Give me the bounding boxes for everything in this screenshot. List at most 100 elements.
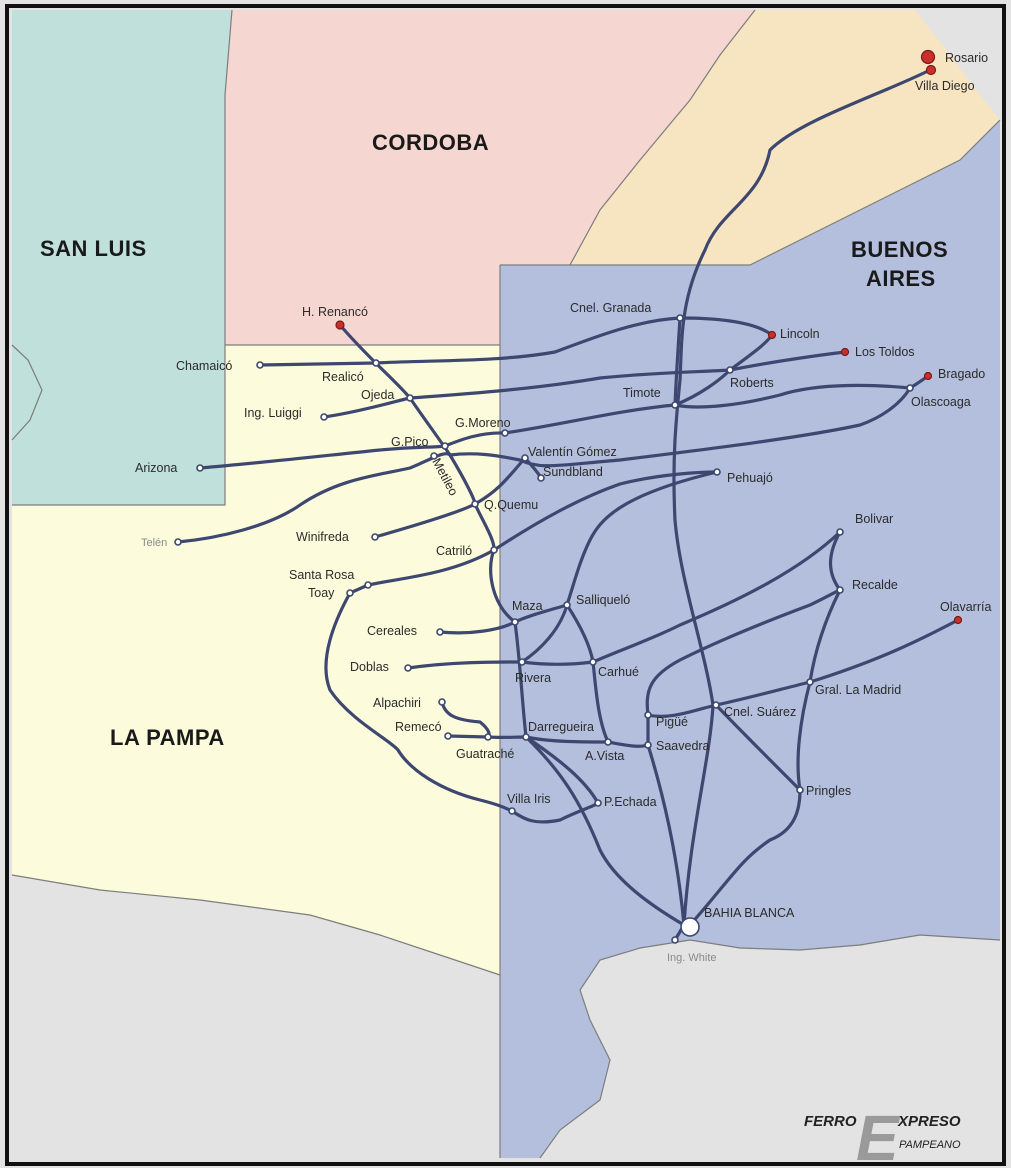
rail-doblas-bolivar [406,530,842,670]
node-remeco [444,732,452,740]
node-telen [174,538,182,546]
province-buenos-aires [500,120,1000,1158]
node-g-pico [441,442,449,450]
province-san-luis [12,10,232,505]
node-saavedra [644,741,652,749]
node-bahia-blanca [680,917,700,937]
label-q-quemu: Q.Quemu [484,498,538,512]
label-olascoaga: Olascoaga [911,395,971,409]
label-h-renanco: H. Renancó [302,305,368,319]
label-rosario: Rosario [945,51,988,65]
node-olavarria [953,615,963,625]
label-cnel-granada: Cnel. Granada [570,301,651,315]
label-toay: Toay [308,586,335,600]
label-villa-iris: Villa Iris [507,792,551,806]
node-carhue [589,658,597,666]
label-darregueira: Darregueira [528,720,594,734]
ferroexpreso-logo: E FERRO XPRESO PAMPEANO [804,1102,961,1168]
node-olascoaga [906,384,914,392]
node-villa-diego [925,64,937,76]
node-pringles [796,786,804,794]
label-sundbland: Sundbland [543,465,603,479]
node-ojeda [406,394,414,402]
label-cordoba: CORDOBA [372,130,489,155]
label-timote: Timote [623,386,661,400]
node-cereales [436,628,444,636]
label-villa-diego: Villa Diego [915,79,975,93]
label-realico: Realicó [322,370,364,384]
node-bragado [923,371,933,381]
label-santa-rosa: Santa Rosa [289,568,354,582]
node-cnel-granada [676,314,684,322]
label-bolivar: Bolivar [855,512,893,526]
node-catrilo [490,546,498,554]
label-san-luis: SAN LUIS [40,236,147,261]
province-labels: CORDOBA SAN LUIS BUENOS AIRES LA PAMPA [40,130,948,750]
rail-carhue-avista [591,660,610,744]
label-ing-white: Ing. White [667,952,717,964]
label-la-pampa: LA PAMPA [110,725,225,750]
rail-remeco-guatrache [446,734,490,739]
label-telen: Telén [141,537,167,549]
node-doblas [404,664,412,672]
node-bolivar [836,528,844,536]
province-la-pampa [12,345,500,975]
rail-renanco-bahia [338,323,686,927]
label-saavedra: Saavedra [656,739,710,753]
label-salliquelo: Salliqueló [576,593,630,607]
node-a-vista [604,738,612,746]
rail-telen-olascoaga [176,386,912,544]
node-roberts [726,366,734,374]
node-recalde [836,586,844,594]
node-winifreda [371,533,379,541]
label-remeco: Remecó [395,720,442,734]
rail-santarosa-pehuajo [348,470,719,595]
node-santa-rosa [364,581,372,589]
rail-timote-bragado [673,374,930,409]
node-metileo [430,452,438,460]
label-gral-la-madrid: Gral. La Madrid [815,683,901,697]
node-h-renanco [335,320,345,330]
node-ing-luiggi [320,413,328,421]
node-realico [372,359,380,367]
node-p-echada [594,799,602,807]
outside-top-right [960,10,1000,120]
logo-ferro: FERRO [804,1113,857,1130]
node-ing-white [671,936,679,944]
label-bragado: Bragado [938,367,985,381]
label-roberts: Roberts [730,376,774,390]
rail-luiggi-lostoldos [322,350,847,419]
label-g-moreno: G.Moreno [455,416,511,430]
node-guatrache [484,733,492,741]
label-pehuajo: Pehuajó [727,471,773,485]
node-lincoln [767,330,777,340]
rail-pigue-recalde [645,588,842,717]
node-alpachiri [438,698,446,706]
province-cordoba [225,10,755,345]
label-p-echada: P.Echada [604,795,657,809]
rail-rosario-bahia [672,68,932,927]
logo-xpreso: XPRESO [897,1113,961,1130]
frame-border [5,4,1006,1166]
label-pringles: Pringles [806,784,851,798]
province-borders [11,9,1001,1159]
rail-salliquelo-pehuajo [565,470,719,607]
rail-salliquelo-rivera [520,603,569,664]
node-gral-la-madrid [806,678,814,686]
node-salliquelo [563,601,571,609]
label-arizona: Arizona [135,461,177,475]
label-valentin-gomez: Valentín Gómez [528,445,617,459]
rail-salliquelo-carhue [565,603,595,664]
railway-lines [176,68,960,942]
label-ojeda: Ojeda [361,388,394,402]
node-rosario [920,49,936,65]
rail-chamaico-lincoln [258,316,774,367]
label-lincoln: Lincoln [780,327,820,341]
label-catrilo: Catriló [436,544,472,558]
label-winifreda: Winifreda [296,530,349,544]
node-villa-iris [508,807,516,815]
node-timote [671,401,679,409]
label-cnel-suarez: Cnel. Suárez [724,705,796,719]
node-cnel-suarez [712,701,720,709]
